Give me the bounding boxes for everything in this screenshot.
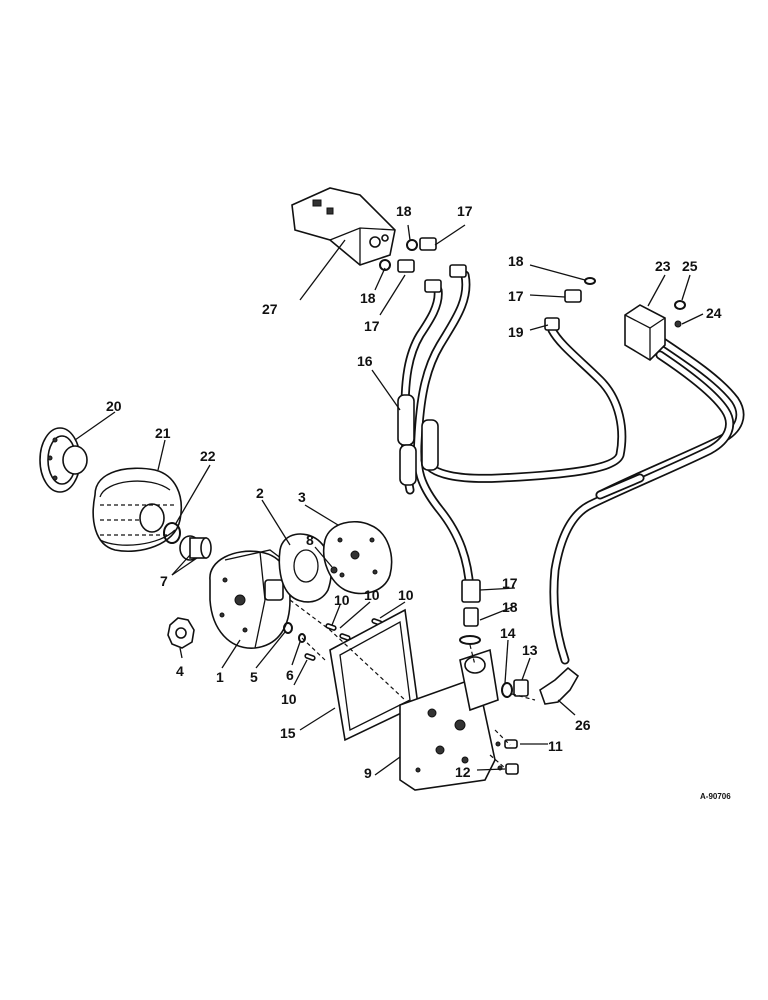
- callout-5: 5: [250, 669, 258, 685]
- control-valve-body: [291, 187, 396, 266]
- callout-18-right: 18: [508, 253, 524, 269]
- callout-10-b: 10: [364, 587, 380, 603]
- screws: [495, 739, 519, 775]
- callout-24: 24: [706, 305, 722, 321]
- callout-14: 13: [522, 642, 538, 658]
- callout-18-lower: 18: [502, 599, 518, 615]
- callout-17-mid: 17: [364, 318, 380, 334]
- callout-6: 6: [286, 667, 294, 683]
- callout-4: 4: [176, 663, 184, 679]
- assembly-lines: [289, 599, 536, 769]
- callout-25: 25: [682, 258, 698, 274]
- callout-17-lower: 17: [502, 575, 518, 591]
- callout-labels: 27 18 17 18 17 18 17 19 23 25 24 16 20 2…: [106, 203, 731, 801]
- pump-cover-plate: [399, 648, 499, 791]
- callout-18-mid: 18: [360, 290, 376, 306]
- callout-9: 9: [364, 765, 372, 781]
- callout-20: 20: [106, 398, 122, 414]
- pipe-sleeves: [397, 394, 439, 486]
- callout-18-upper: 18: [396, 203, 412, 219]
- callout-27: 27: [262, 301, 278, 317]
- callout-22: 22: [200, 448, 216, 464]
- drive-gear-4: [167, 617, 195, 649]
- callout-2: 2: [256, 485, 264, 501]
- filter-adapter-7: [179, 535, 212, 561]
- callout-3: 3: [298, 489, 306, 505]
- filter-cap: [39, 427, 88, 493]
- callout-10-c: 10: [398, 587, 414, 603]
- upper-fittings: [379, 237, 467, 293]
- seal-ring-22: [163, 522, 181, 544]
- figure-code: A-90706: [700, 792, 731, 801]
- callout-1: 1: [216, 669, 224, 685]
- callout-15: 14: [500, 625, 516, 641]
- tube-end: [595, 473, 645, 500]
- callout-17-upper: 17: [457, 203, 473, 219]
- callout-26: 26: [575, 717, 591, 733]
- callout-13: 15: [280, 725, 296, 741]
- cover-gasket-13: [329, 608, 419, 742]
- callout-19: 19: [508, 324, 524, 340]
- right-fittings: [544, 277, 596, 331]
- callout-23: 23: [655, 258, 671, 274]
- callout-11: 11: [548, 738, 563, 754]
- callout-8: 8: [306, 532, 314, 548]
- lower-fittings: [459, 579, 580, 705]
- callout-21: 21: [155, 425, 171, 441]
- pipe-lines: [400, 270, 745, 665]
- filter-element: [92, 467, 182, 552]
- callout-7: 7: [160, 573, 168, 589]
- callout-17-right: 17: [508, 288, 524, 304]
- pump-cover-3: [323, 521, 393, 595]
- callout-10-a: 10: [334, 592, 350, 608]
- valve-block: [624, 300, 686, 362]
- leader-lines: [74, 224, 704, 776]
- callout-10-d: 10: [281, 691, 297, 707]
- callout-12: 12: [455, 764, 471, 780]
- callout-16: 16: [357, 353, 373, 369]
- hydraulic-pump: [209, 549, 291, 649]
